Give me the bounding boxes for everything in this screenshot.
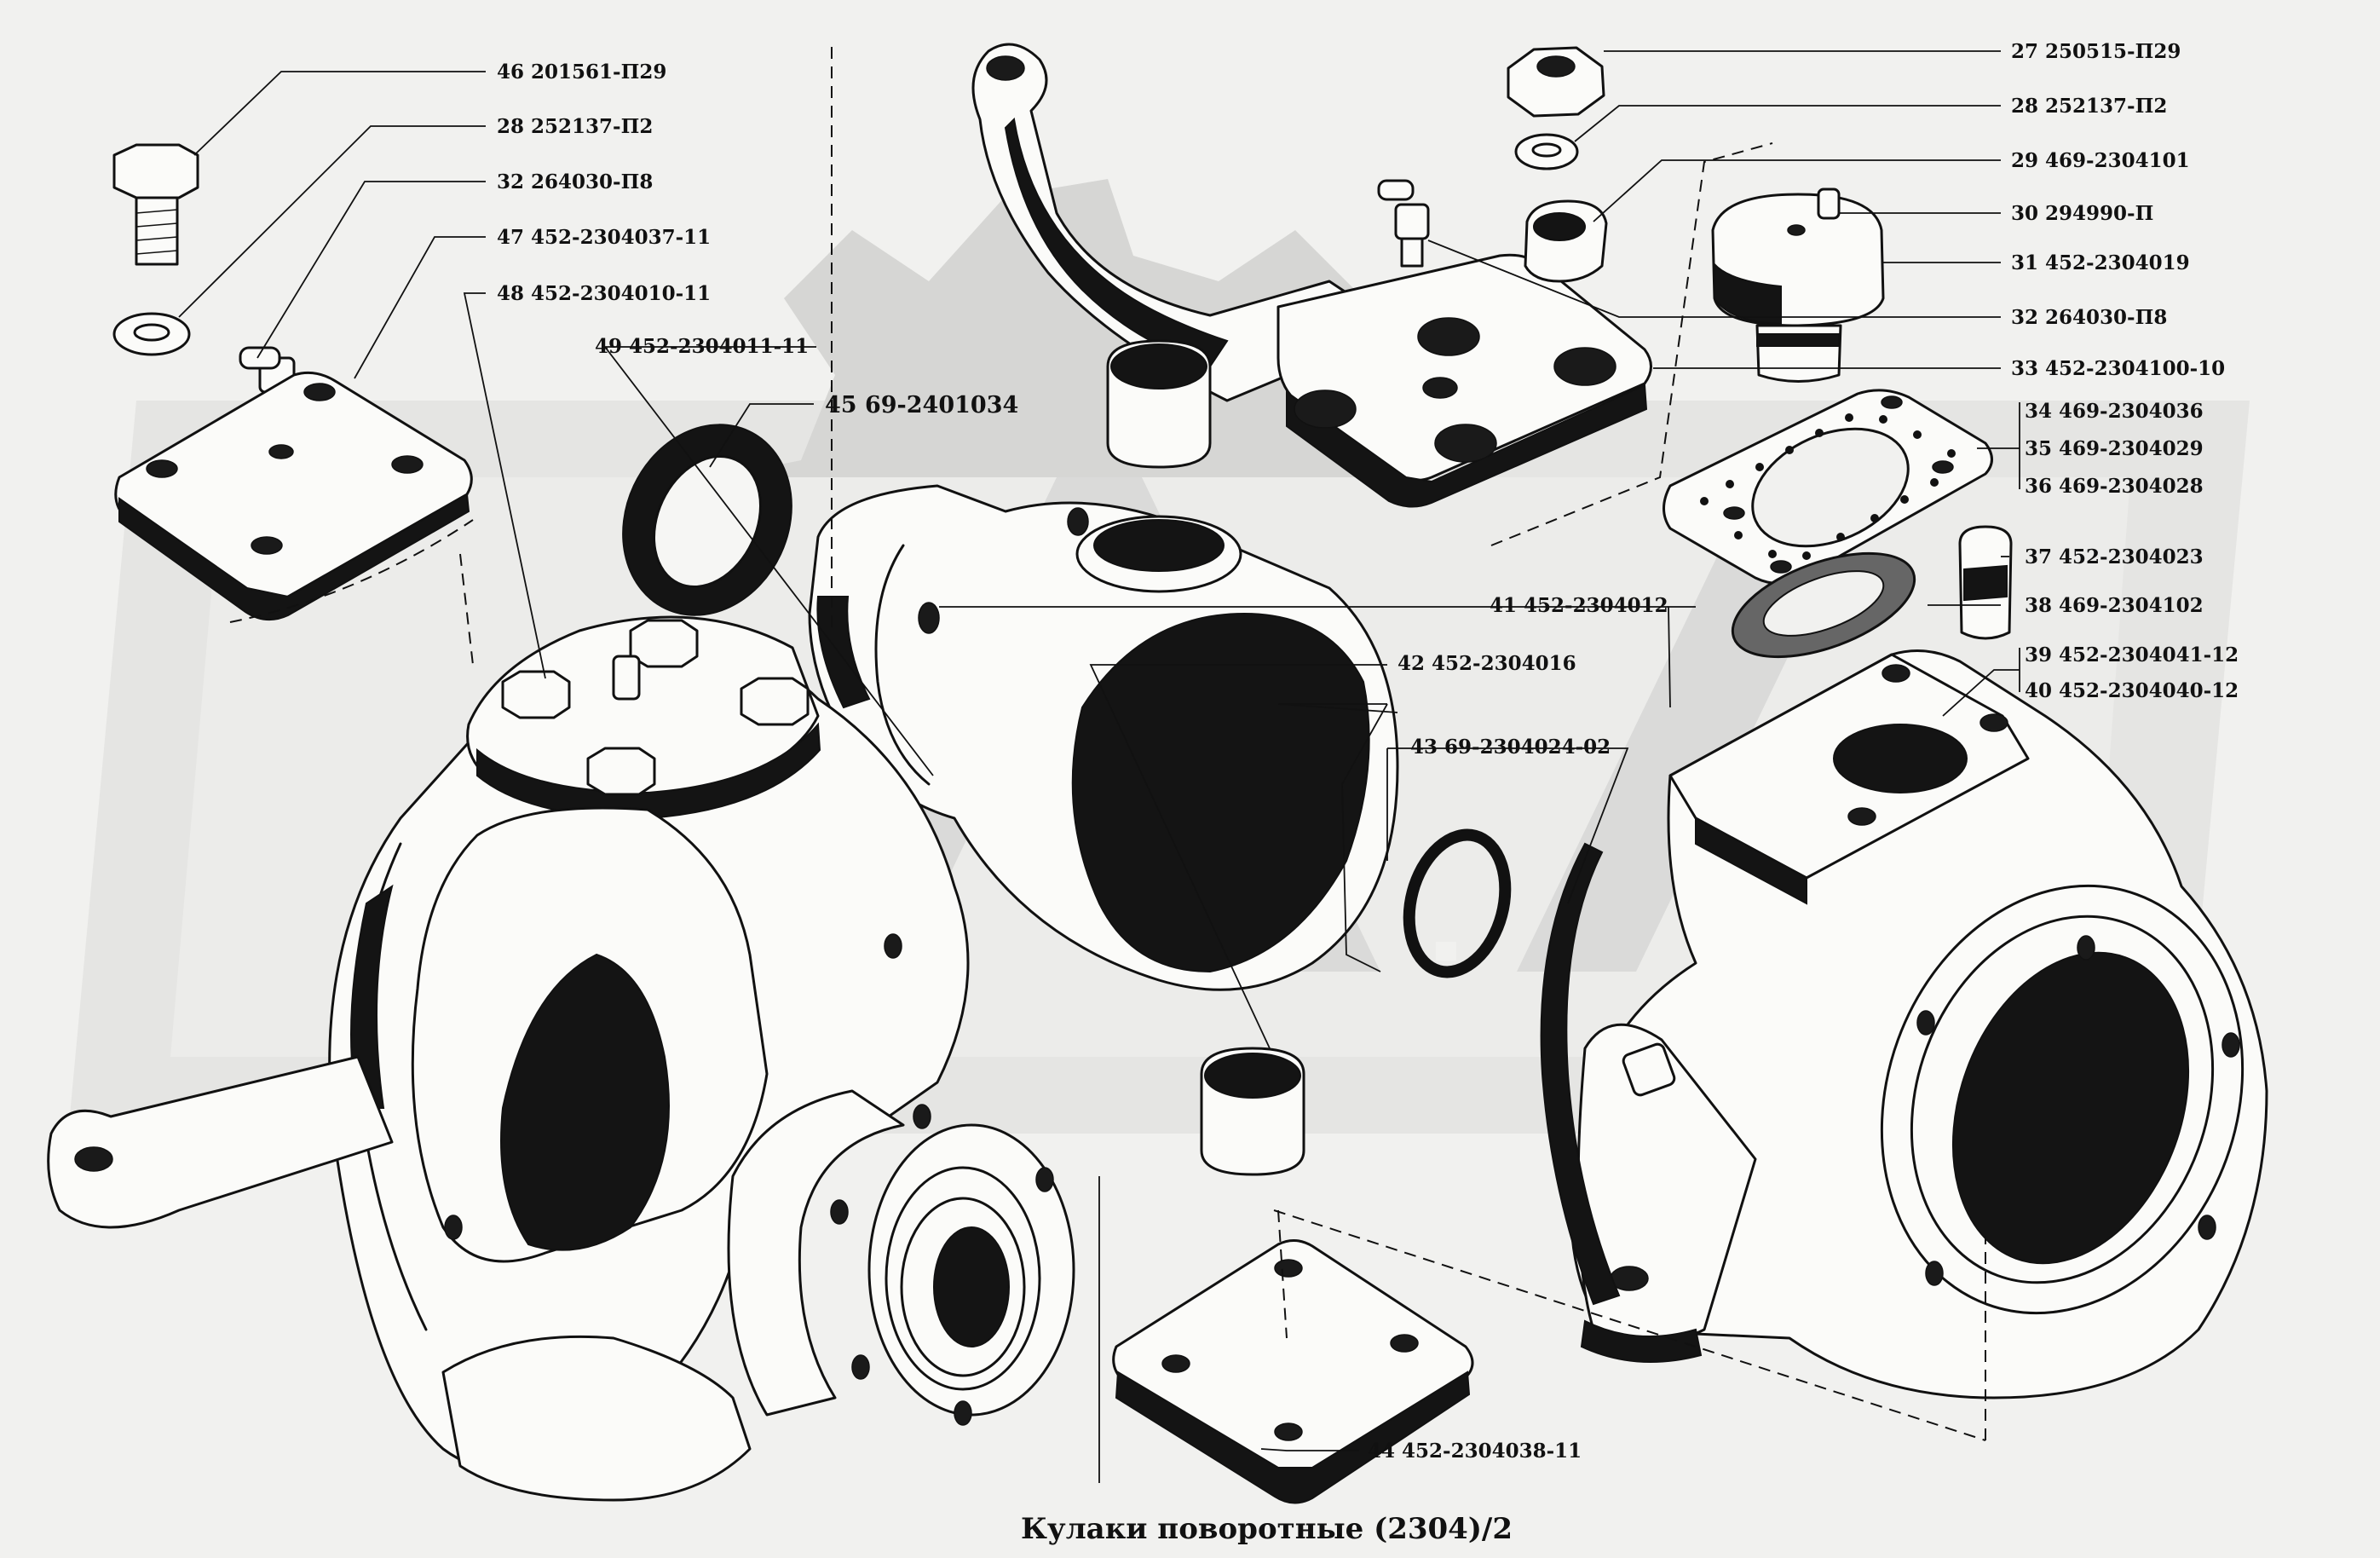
plug-30-icon (1817, 188, 1841, 220)
callout-33: 33 452-2304100-10 (2011, 357, 2225, 380)
callout-45: 45 69-2401034 (825, 392, 1018, 418)
callout-32a: 32 264030-П8 (497, 170, 653, 193)
callout-48: 48 452-2304010-11 (497, 282, 711, 305)
callout-34: 34 469-2304036 (2025, 400, 2204, 423)
bolt-46-icon (112, 143, 199, 266)
callout-39: 39 452-2304041-12 (2025, 643, 2239, 666)
callout-36: 36 469-2304028 (2025, 475, 2204, 498)
callout-47: 47 452-2304037-11 (497, 226, 711, 249)
washer-28-icon (112, 312, 191, 356)
grease-fitting-32b-icon (1377, 179, 1430, 268)
bushing-top-icon (1106, 339, 1212, 469)
nut-27-icon (1507, 46, 1605, 118)
callout-44: 44 452-2304038-11 (1368, 1440, 1582, 1463)
steering-knuckle-right-icon (1540, 649, 2268, 1399)
lock-ring-43-icon (1403, 828, 1512, 978)
cone-bushing-29-icon (1524, 199, 1608, 283)
steering-knuckle-48-icon (47, 615, 1075, 1502)
knuckle-bolt-icon (501, 619, 810, 796)
callout-28a: 28 252137-П2 (497, 115, 653, 138)
cover-plate-44-icon (1112, 1239, 1474, 1504)
callout-49: 49 452-2304011-11 (595, 335, 809, 358)
callout-46: 46 201561-П29 (497, 61, 666, 84)
assembly-dashed-lines (229, 47, 1986, 1441)
gasket-34-icon (1663, 389, 1993, 585)
callout-42: 42 452-2304016 (1397, 652, 1576, 675)
shim-ring-38-icon (1731, 551, 1916, 659)
oil-seal-45-icon (622, 424, 792, 616)
callout-40: 40 452-2304040-12 (2025, 679, 2239, 702)
callout-41: 41 452-2304012 (1490, 594, 1668, 617)
cover-plate-47-icon (114, 371, 473, 621)
callout-32b: 32 264030-П8 (2011, 306, 2167, 329)
callout-30: 30 294990-П (2011, 202, 2153, 225)
steering-arm-33-icon (971, 43, 1652, 508)
callout-35: 35 469-2304029 (2025, 437, 2204, 460)
callout-27: 27 250515-П29 (2011, 40, 2181, 63)
callout-29: 29 469-2304101 (2011, 149, 2190, 172)
bushing-42-icon (1200, 1047, 1305, 1176)
leader-lines (178, 50, 2020, 1483)
pivot-pin-31-icon (1711, 188, 1885, 383)
ball-housing-41-icon (808, 484, 1399, 991)
pin-37-icon (1958, 525, 2013, 640)
callout-31: 31 452-2304019 (2011, 251, 2190, 274)
diagram-caption: Кулаки поворотные (2304)/2 (1021, 1512, 1513, 1546)
callout-37: 37 452-2304023 (2025, 545, 2204, 568)
callout-28b: 28 252137-П2 (2011, 95, 2167, 118)
callout-38: 38 469-2304102 (2025, 594, 2204, 617)
washer-28b-icon (1514, 133, 1579, 170)
callout-43: 43 69-2304024-02 (1410, 736, 1611, 759)
